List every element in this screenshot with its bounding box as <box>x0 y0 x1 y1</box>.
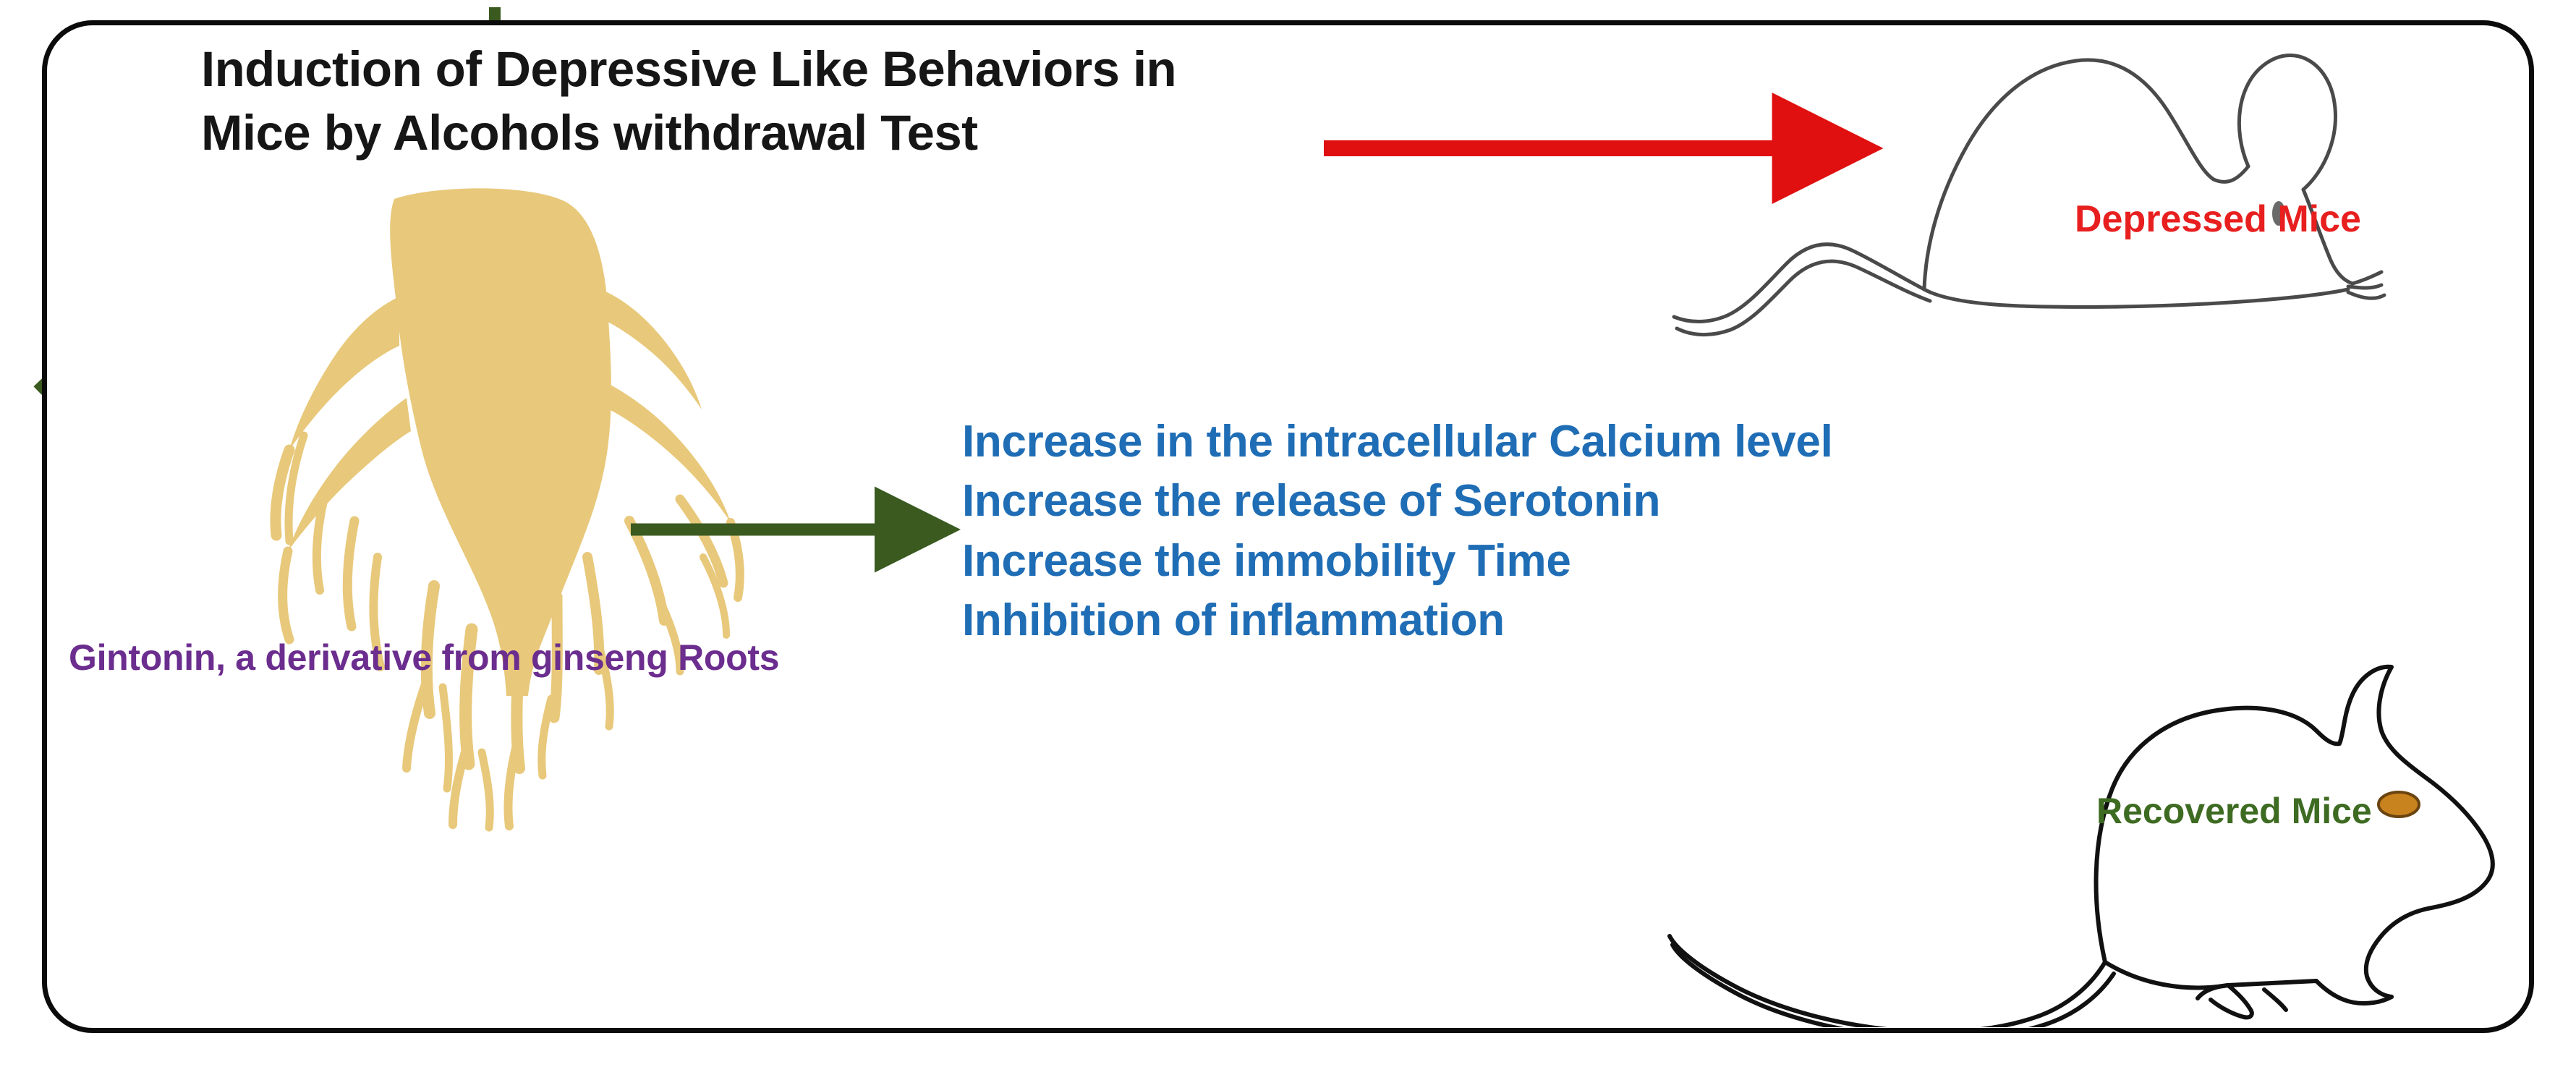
recovered-mouse-icon <box>1534 658 2546 1027</box>
ginseng-root-icon <box>217 181 752 832</box>
depressed-mouse-icon <box>1613 29 2517 362</box>
page-title: Induction of Depressive Like Behaviors i… <box>201 38 1431 166</box>
effect-item-4: Inhibition of inflammation <box>962 595 1505 646</box>
effect-item-1: Increase in the intracellular Calcium le… <box>962 417 1833 467</box>
ginseng-caption: Gintonin, a derivative from ginseng Root… <box>69 637 780 678</box>
effects-list: Increase in the intracellular Calcium le… <box>962 412 1833 651</box>
title-line-2: Mice by Alcohols withdrawal Test <box>201 105 978 161</box>
red-induction-arrow <box>1324 93 1884 204</box>
title-line-1: Induction of Depressive Like Behaviors i… <box>201 41 1177 97</box>
green-mechanism-arrow <box>631 486 961 573</box>
effect-item-3: Increase the immobility Time <box>962 535 1571 586</box>
depressed-mouse-label: Depressed Mice <box>2075 198 2361 240</box>
effect-item-2: Increase the release of Serotonin <box>962 476 1661 527</box>
recovered-mouse-label: Recovered Mice <box>2096 791 2372 831</box>
